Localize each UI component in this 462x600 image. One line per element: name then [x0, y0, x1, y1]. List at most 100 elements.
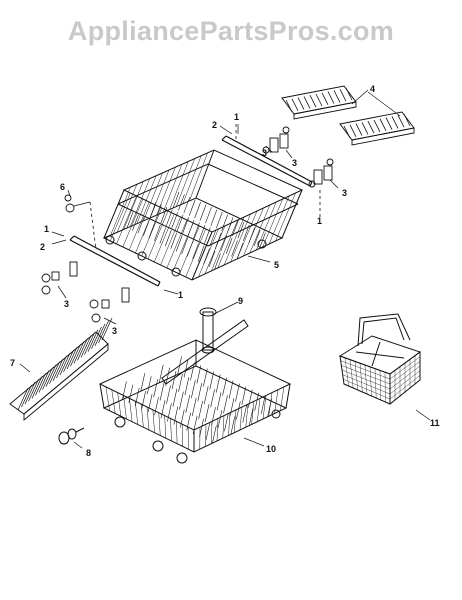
wire-line — [303, 96, 311, 109]
wire-line — [203, 368, 208, 387]
wire-line — [199, 418, 204, 438]
wire-line — [193, 222, 200, 239]
wire-line — [143, 172, 163, 221]
wire-line — [216, 418, 219, 442]
wire-line — [221, 214, 228, 231]
wire-line — [217, 219, 238, 269]
wire-line — [56, 355, 67, 379]
wire-line — [224, 413, 229, 432]
wire-line — [275, 192, 296, 242]
wire-line — [172, 388, 178, 407]
wire-line — [141, 390, 146, 410]
rack-adjuster-6 — [64, 194, 91, 213]
wire-line — [397, 115, 405, 128]
wire-line — [260, 395, 266, 414]
wire-line — [28, 379, 39, 402]
wire-line — [146, 376, 152, 395]
wire-line — [222, 377, 227, 396]
wire-line — [153, 379, 158, 398]
wire-line — [98, 320, 109, 344]
wire-line — [220, 235, 227, 252]
wire-line — [59, 352, 71, 376]
wire-line — [187, 219, 195, 237]
wire-line — [245, 404, 249, 428]
wire-line — [373, 119, 381, 133]
wire-line — [190, 362, 195, 381]
wire-line — [228, 380, 234, 399]
wire-line — [122, 381, 127, 400]
wire-line — [38, 370, 50, 393]
spray-arm — [161, 307, 249, 385]
wire-line — [123, 395, 127, 420]
cup-shelf-right — [339, 111, 415, 146]
wire-line — [66, 347, 78, 370]
wire-line — [171, 370, 177, 389]
wire-line — [280, 386, 285, 411]
wire-line — [17, 387, 29, 411]
wire-line — [181, 237, 188, 255]
wire-line — [158, 364, 164, 383]
wire-line — [183, 359, 189, 378]
wire-line — [126, 211, 134, 229]
wire-line — [343, 379, 391, 400]
wire-line — [154, 397, 159, 416]
wire-line — [185, 394, 191, 413]
lower-rack — [98, 339, 292, 453]
wire-line — [230, 213, 251, 263]
wire-line — [160, 216, 181, 266]
wire-line — [222, 415, 225, 439]
wire-line — [236, 401, 241, 420]
rack-stop-clip — [89, 287, 130, 323]
wire-line — [205, 424, 207, 447]
wire-line — [309, 95, 317, 108]
rack-stop-clip — [262, 126, 290, 154]
callout-leaders — [19, 89, 431, 449]
wire-line — [241, 386, 247, 405]
wire-line — [262, 198, 283, 248]
wire-line — [80, 335, 92, 358]
wire-line — [248, 227, 255, 244]
wire-line — [152, 409, 155, 433]
wire-line — [237, 222, 245, 239]
wire-line — [254, 392, 260, 411]
wire-line — [105, 386, 110, 411]
wire-line — [229, 398, 235, 417]
wire-line — [182, 217, 189, 234]
callout-1: 1 — [178, 290, 183, 300]
wire-line — [341, 365, 391, 385]
wire-line — [268, 195, 290, 245]
wire-line — [176, 421, 178, 444]
wire-line — [256, 201, 277, 251]
lower-rack-tines — [105, 356, 285, 450]
wire-line — [177, 356, 182, 375]
rack-stop-clip — [41, 261, 78, 295]
wire-line — [315, 93, 323, 107]
wire-line — [216, 392, 222, 411]
callout-5: 5 — [274, 260, 279, 270]
callout-3: 3 — [262, 148, 267, 158]
callout-1: 1 — [44, 224, 49, 234]
wire-line — [183, 196, 191, 214]
wire-line — [243, 207, 264, 257]
wire-line — [225, 237, 233, 254]
wire-line — [134, 387, 140, 406]
wire-line — [333, 90, 341, 103]
wire-line — [160, 400, 166, 419]
wire-line — [205, 422, 211, 441]
wire-line — [77, 338, 88, 361]
wire-line — [215, 374, 221, 393]
wire-line — [178, 373, 183, 393]
wire-line — [84, 332, 95, 355]
wire-line — [248, 407, 254, 426]
wire-line — [172, 191, 180, 209]
cup-shelf-left — [281, 85, 357, 120]
rack-wheel — [58, 427, 85, 445]
wire-line — [146, 406, 150, 431]
upper-rack-tines — [110, 152, 296, 278]
wire-line — [178, 194, 185, 211]
wire-line — [196, 365, 202, 384]
wire-line — [192, 243, 199, 260]
wire-line — [391, 116, 399, 129]
wire-line — [267, 398, 272, 417]
wire-line — [175, 235, 183, 252]
